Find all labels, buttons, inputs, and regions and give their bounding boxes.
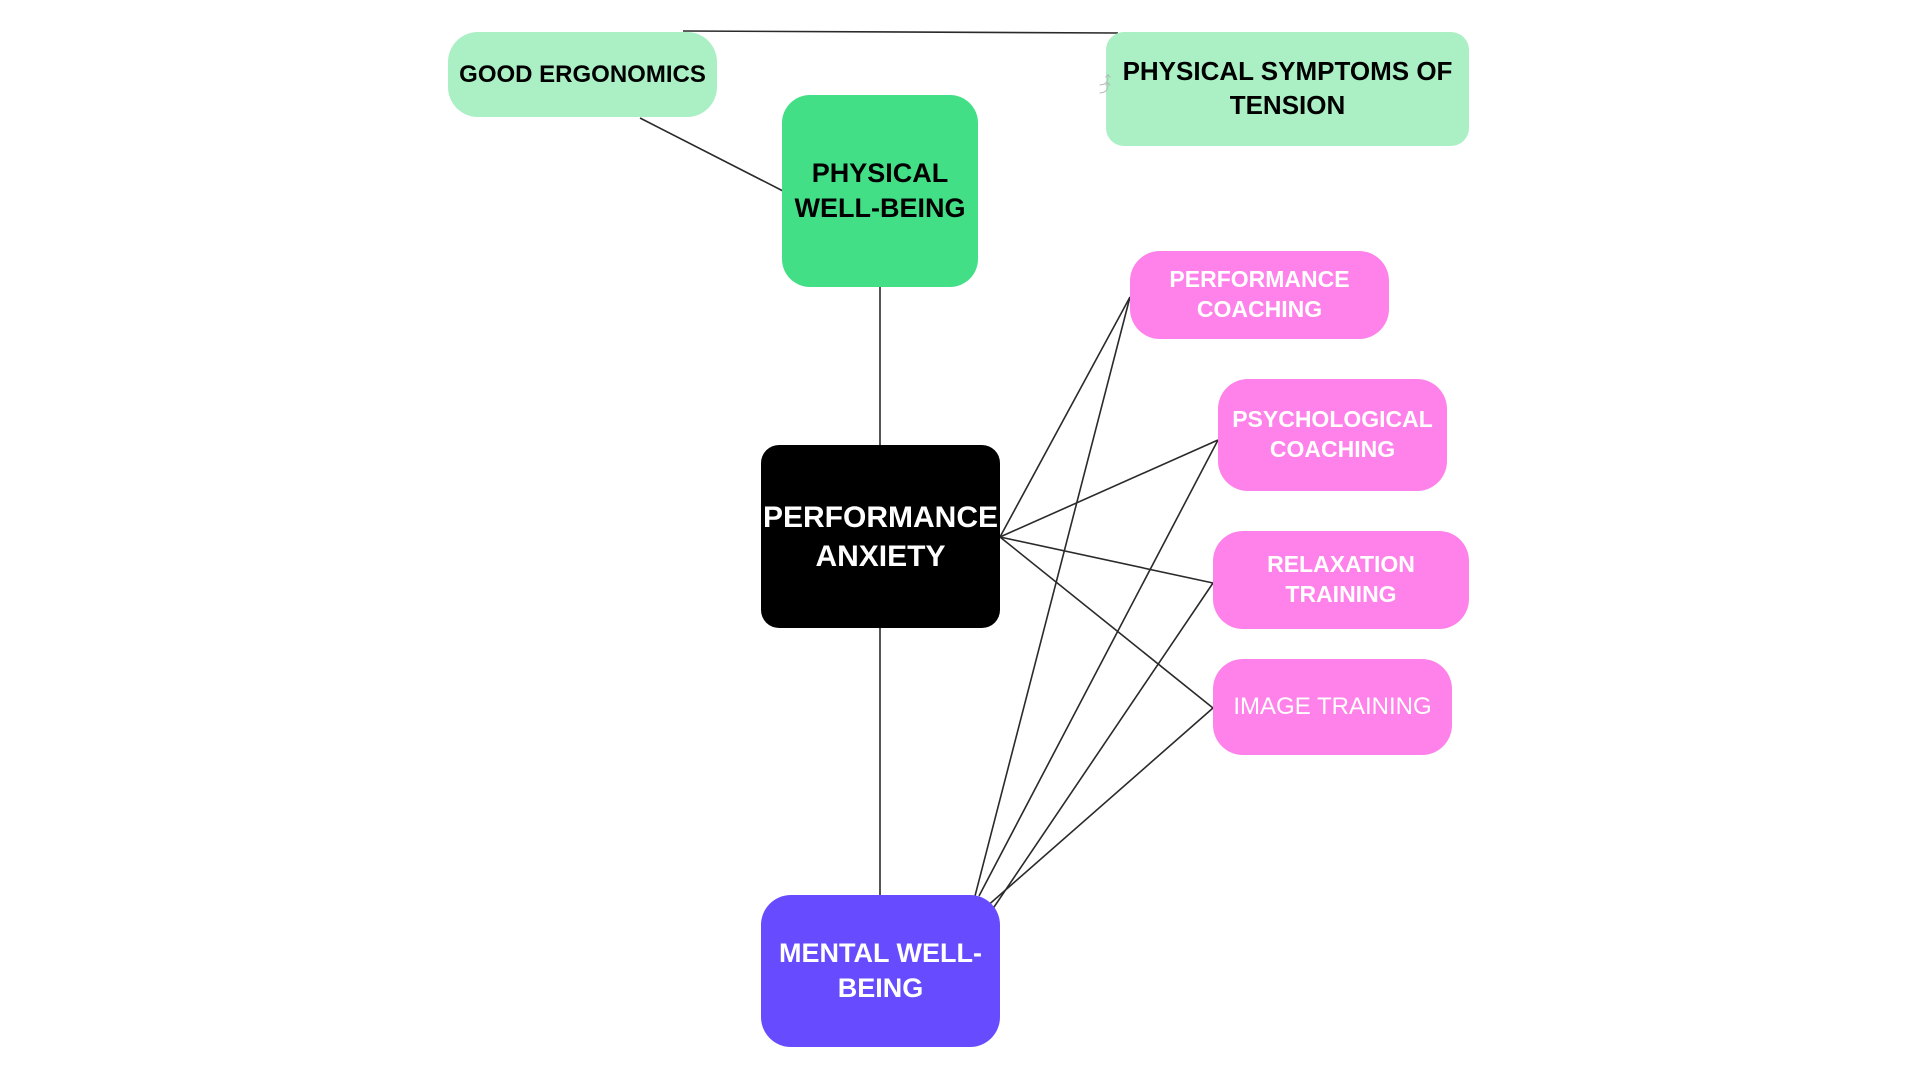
node-label-line-2: COACHING [1269, 436, 1396, 462]
node-performance-anxiety[interactable]: PERFORMANCE ANXIETY [761, 445, 1000, 628]
edge-mental-wellbeing-to-performance-coaching[interactable] [974, 296, 1131, 897]
node-label-line-2: BEING [837, 973, 924, 1003]
node-label-line-2: WELL-BEING [794, 193, 966, 223]
node-relaxation-training[interactable]: RELAXATION TRAINING [1213, 531, 1469, 629]
node-label: GOOD ERGONOMICS [459, 60, 706, 88]
node-physical-wellbeing[interactable]: PHYSICAL WELL-BEING [782, 95, 978, 287]
edge-good-ergonomics-to-physical-symptoms[interactable] [682, 30, 1119, 34]
node-label-line-1: RELAXATION [1267, 551, 1415, 578]
connector-arrows-icon[interactable]: ⤴⤴ [1099, 73, 1112, 95]
edge-mental-wellbeing-to-relaxation-training[interactable] [989, 582, 1214, 914]
edge-mental-wellbeing-to-psychological-coaching[interactable] [978, 439, 1219, 897]
node-performance-coaching[interactable]: PERFORMANCE COACHING [1130, 251, 1389, 339]
node-label-line-2: ANXIETY [815, 539, 946, 573]
edge-performance-anxiety-to-image-training[interactable] [999, 536, 1214, 709]
edge-performance-anxiety-to-psychological-coaching[interactable] [999, 439, 1219, 538]
node-label-line-2: TRAINING [1285, 581, 1397, 607]
node-psychological-coaching[interactable]: PSYCHOLOGICAL COACHING [1218, 379, 1447, 491]
edge-mental-wellbeing-to-image-training[interactable] [984, 707, 1214, 909]
node-label: IMAGE TRAINING [1233, 693, 1432, 721]
node-label-line-2: COACHING [1196, 296, 1323, 322]
node-good-ergonomics[interactable]: GOOD ERGONOMICS [448, 32, 717, 117]
edge-performance-anxiety-to-performance-coaching[interactable] [999, 296, 1131, 538]
node-label-line-1: MENTAL WELL- [779, 937, 982, 968]
node-label-line-1: PERFORMANCE [762, 500, 998, 534]
node-physical-symptoms-of-tension[interactable]: PHYSICAL SYMPTOMS OF TENSION [1106, 32, 1469, 146]
node-mental-wellbeing[interactable]: MENTAL WELL- BEING [761, 895, 1000, 1047]
edge-good-ergonomics-to-physical-wellbeing[interactable] [639, 117, 784, 192]
node-image-training[interactable]: IMAGE TRAINING [1213, 659, 1452, 755]
node-label-line-1: PERFORMANCE [1169, 266, 1350, 293]
edge-performance-anxiety-to-relaxation-training[interactable] [999, 536, 1214, 584]
node-label-line-1: PSYCHOLOGICAL [1232, 406, 1433, 433]
node-label-line-1: PHYSICAL [811, 157, 949, 188]
node-label: PHYSICAL SYMPTOMS OF TENSION [1122, 56, 1453, 120]
